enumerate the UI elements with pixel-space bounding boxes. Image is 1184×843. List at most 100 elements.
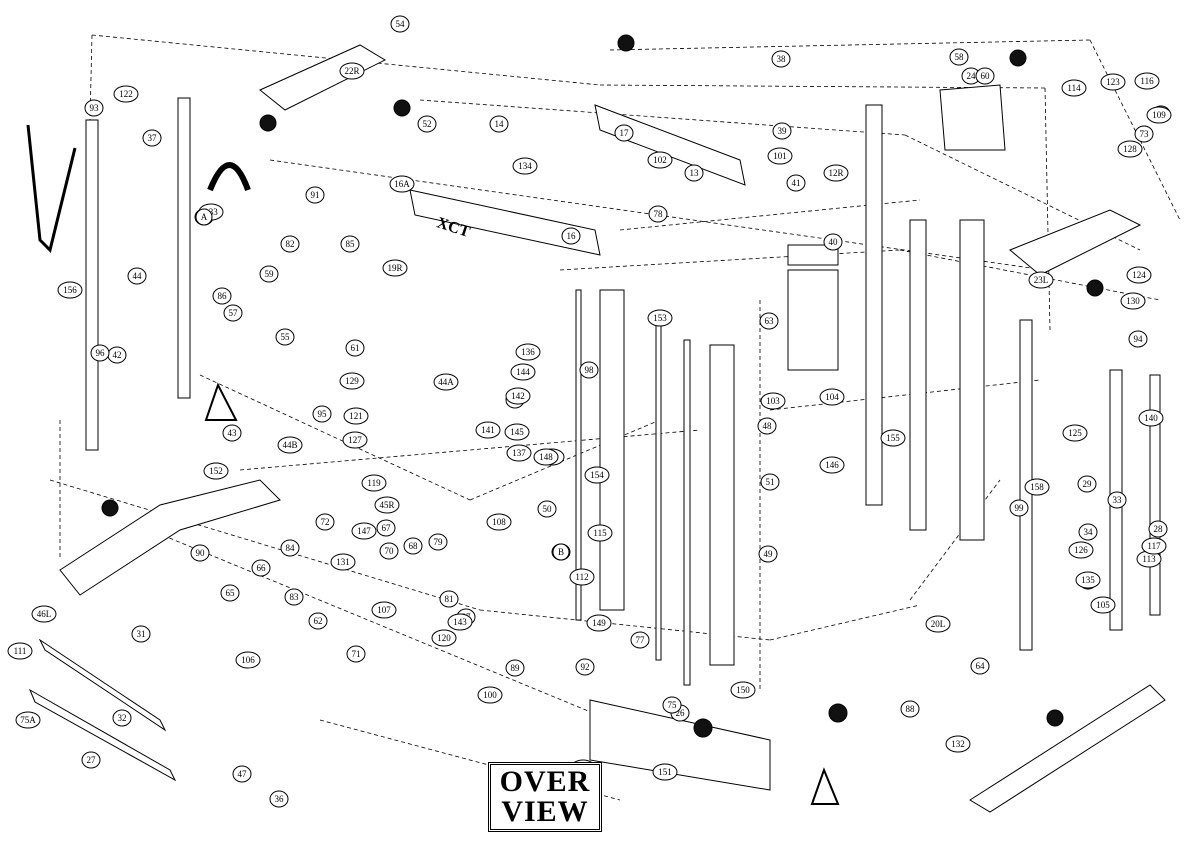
callout-17: 17	[614, 124, 634, 142]
callout-label: 61	[351, 343, 360, 353]
callout-label: 141	[481, 425, 495, 435]
callout-label: 102	[653, 155, 667, 165]
callout-label: 131	[336, 557, 350, 567]
callout-148: 148	[533, 448, 559, 466]
pulley-plate-22r	[259, 44, 387, 111]
callout-label: B	[558, 547, 564, 557]
callout-label: 57	[229, 308, 239, 318]
callout-label: 103	[766, 396, 780, 406]
callout-label: 149	[592, 618, 606, 628]
callout-51: 51	[760, 473, 780, 491]
callout-label: 104	[825, 392, 839, 402]
pulley-98-b	[693, 718, 713, 738]
guide-rod-4	[655, 319, 662, 661]
callout-99: 99	[1009, 499, 1029, 517]
upright-7r	[85, 119, 99, 451]
callout-36: 36	[269, 790, 289, 808]
callout-label: 136	[521, 347, 535, 357]
callout-14: 14	[489, 115, 509, 133]
callout-label: 132	[951, 739, 965, 749]
pulley-52-e	[101, 499, 119, 517]
callout-label: 20L	[931, 619, 946, 629]
callout-label: 148	[539, 452, 553, 462]
callout-label: 130	[1126, 296, 1140, 306]
callout-label: 48	[763, 421, 773, 431]
callout-77: 77	[630, 631, 650, 649]
callout-label: 54	[396, 19, 406, 29]
part-drawings: XCT	[26, 34, 1166, 813]
callout-label: 120	[437, 633, 451, 643]
callout-label: 26	[676, 708, 686, 718]
callout-label: 24	[967, 71, 977, 81]
callout-131: 131	[330, 553, 356, 571]
callout-152: 152	[203, 462, 229, 480]
callout-label: 44A	[438, 377, 454, 387]
callout-label: 100	[483, 690, 497, 700]
callout-128: 128	[1117, 140, 1143, 158]
callout-label: 144	[516, 367, 530, 377]
callout-label: A	[201, 212, 208, 222]
overview-line-1: OVER	[499, 765, 591, 798]
callout-91: 91	[305, 186, 325, 204]
guide-rod-11	[683, 339, 691, 686]
callout-123: 123	[1100, 73, 1126, 91]
callout-label: 91	[311, 190, 320, 200]
callout-31: 31	[131, 625, 151, 643]
callout-45r: 45R	[374, 496, 400, 514]
callout-label: 16A	[394, 179, 410, 189]
callout-127: 127	[342, 431, 368, 449]
callout-132: 132	[945, 735, 971, 753]
pulley-52-c	[617, 34, 635, 52]
callout-117: 117	[1141, 537, 1167, 555]
callout-88: 88	[900, 700, 920, 718]
upright-9r	[177, 97, 191, 399]
callout-label: 95	[318, 409, 328, 419]
callout-label: 14	[495, 119, 505, 129]
callout-label: 63	[765, 316, 775, 326]
callout-158: 158	[1024, 478, 1050, 496]
callout-label: 137	[512, 448, 526, 458]
callout-115: 115	[587, 524, 613, 542]
callout-label: 44B	[282, 440, 297, 450]
weight-stack	[787, 244, 839, 371]
callout-29: 29	[1077, 475, 1097, 493]
callout-95: 95	[312, 405, 332, 423]
callout-label: 114	[1067, 83, 1081, 93]
callout-96: 96	[90, 344, 110, 362]
callout-125: 125	[1062, 424, 1088, 442]
callout-label: 112	[575, 572, 588, 582]
callout-52: 52	[417, 115, 437, 133]
bar-32	[38, 638, 167, 732]
callout-63: 63	[759, 312, 779, 330]
callout-120: 120	[431, 629, 457, 647]
callout-151: 151	[652, 763, 678, 781]
callout-109: 109	[1146, 106, 1172, 124]
callout-label: 19R	[387, 263, 402, 273]
callout-label: 64	[976, 661, 986, 671]
callout-93: 93	[84, 99, 104, 117]
callout-92: 92	[575, 658, 595, 676]
pulley-52-g	[1086, 279, 1104, 297]
callout-label: 33	[1113, 495, 1123, 505]
callout-105: 105	[1090, 596, 1116, 614]
callout-144: 144	[510, 363, 536, 381]
callout-155: 155	[880, 429, 906, 447]
callout-34: 34	[1078, 523, 1098, 541]
callout-141: 141	[475, 421, 501, 439]
callout-label: 46L	[37, 609, 52, 619]
callout-111: 111	[7, 642, 33, 660]
callout-label: 42	[113, 350, 122, 360]
callout-label: 65	[226, 588, 236, 598]
callout-label: 71	[352, 649, 361, 659]
callout-85: 85	[340, 235, 360, 253]
callout-label: 99	[1015, 503, 1025, 513]
upright-5-right	[709, 344, 735, 666]
callout-label: 70	[385, 546, 395, 556]
callout-label: 146	[825, 460, 839, 470]
callout-49: 49	[758, 545, 778, 563]
column-12r	[865, 104, 883, 506]
handle-42b-icon	[810, 767, 840, 805]
callout-label: 93	[90, 103, 100, 113]
callout-label: 34	[1084, 527, 1094, 537]
callout-label: 90	[196, 548, 206, 558]
